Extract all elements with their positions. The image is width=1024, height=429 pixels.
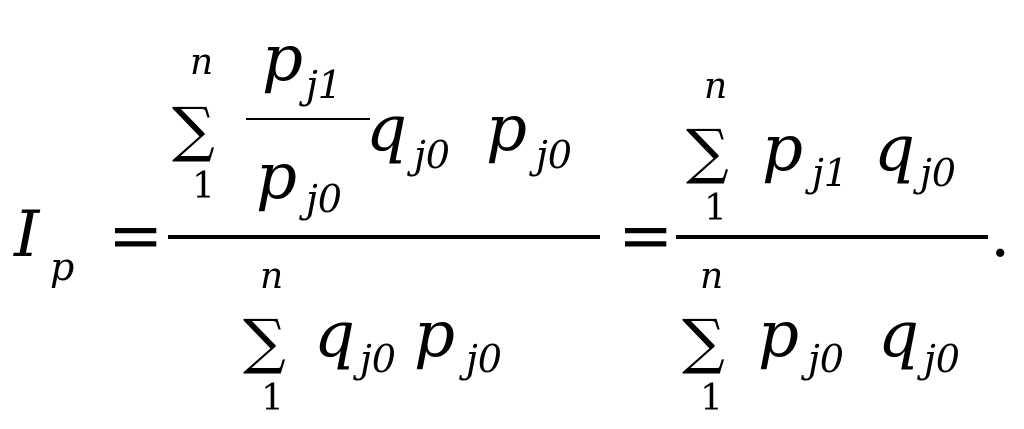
quantity-symbol: q	[366, 92, 407, 166]
equals-sign-2: =	[618, 197, 673, 274]
quantity-symbol: q	[314, 298, 355, 372]
price-subscript: j0	[459, 337, 502, 381]
price-symbol: p	[262, 22, 303, 96]
summation-sign: ∑	[686, 117, 729, 187]
quantity-subscript: j0	[407, 133, 450, 177]
quantity-symbol: q	[878, 298, 919, 372]
quantity-symbol: q	[874, 112, 915, 186]
first-numerator: n ∑ 1 p j1 p j0 q j0 p j0	[172, 22, 572, 221]
price-symbol: p	[414, 298, 455, 372]
sum-lower-limit: 1	[192, 166, 215, 207]
summation-sign: ∑	[243, 307, 286, 377]
second-numerator: n ∑ 1 p j1 q j0	[686, 66, 956, 229]
second-denominator: n ∑ 1 p j0 q j0	[682, 256, 960, 419]
sum-upper-limit: n	[260, 256, 283, 297]
summation-sign: ∑	[682, 307, 725, 377]
sum-lower-limit: 1	[261, 378, 284, 419]
price-subscript: j1	[299, 63, 342, 107]
quantity-subscript: j0	[917, 337, 960, 381]
summation-sign: ∑	[172, 95, 215, 165]
price-subscript: j0	[299, 177, 342, 221]
price-subscript: j0	[801, 337, 844, 381]
sum-lower-limit: 1	[704, 188, 727, 229]
price-symbol: p	[758, 298, 799, 372]
price-subscript: j0	[529, 133, 572, 177]
period-mark: .	[990, 198, 1010, 272]
index-symbol: I	[13, 198, 41, 272]
index-subscript: p	[50, 245, 74, 289]
equals-sign-1: =	[108, 197, 163, 274]
first-denominator: n ∑ 1 q j0 p j0	[243, 256, 502, 419]
quantity-subscript: j0	[353, 337, 396, 381]
price-subscript: j1	[805, 151, 848, 195]
quantity-subscript: j0	[913, 151, 956, 195]
sum-upper-limit: n	[704, 66, 727, 107]
price-symbol: p	[486, 92, 527, 166]
sum-lower-limit: 1	[700, 378, 723, 419]
price-symbol: p	[256, 140, 297, 214]
sum-upper-limit: n	[700, 256, 723, 297]
sum-upper-limit: n	[190, 42, 213, 83]
price-symbol: p	[762, 112, 803, 186]
